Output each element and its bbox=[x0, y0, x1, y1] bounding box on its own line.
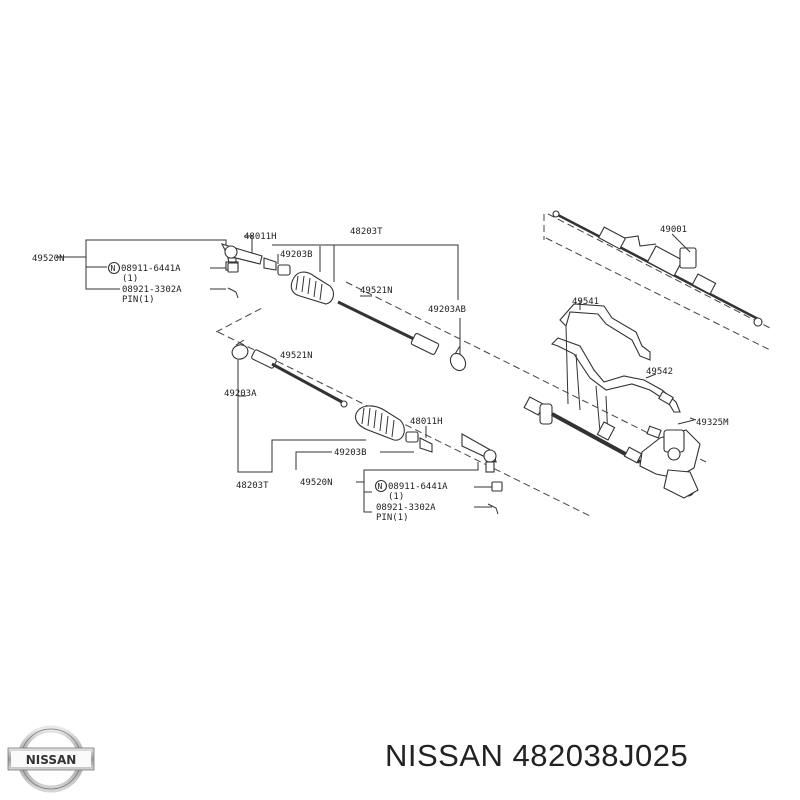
label-49203B-upper: 49203B bbox=[280, 250, 313, 260]
boot-lower bbox=[354, 405, 405, 441]
nut-upper bbox=[227, 262, 239, 273]
label-49542: 49542 bbox=[646, 367, 673, 377]
label-08911-qty-lower: (1) bbox=[388, 492, 404, 502]
part-number-title: NISSAN 482038J025 bbox=[385, 738, 689, 773]
label-08911-lower: 08911-6441A bbox=[388, 482, 448, 492]
label-49203B-lower: 49203B bbox=[334, 448, 367, 458]
hydraulic-line-49542 bbox=[550, 337, 697, 421]
steering-rack-body bbox=[523, 396, 701, 499]
pin-lower bbox=[487, 503, 499, 515]
leader-lines-lower bbox=[237, 360, 492, 513]
label-pin-lower: PIN(1) bbox=[376, 513, 409, 523]
steering-rack-top bbox=[552, 210, 763, 327]
nut-lower bbox=[491, 481, 503, 492]
pin-upper bbox=[227, 287, 239, 299]
logo-text: NISSAN bbox=[26, 753, 77, 767]
n-circle-lower bbox=[374, 479, 388, 493]
n-circle-upper bbox=[107, 261, 121, 275]
label-08911-qty-upper: (1) bbox=[122, 274, 138, 284]
label-08921-upper: 08921-3302A bbox=[122, 285, 182, 295]
inner-rod-upper bbox=[337, 300, 440, 355]
inner-rod-lower bbox=[251, 349, 348, 408]
label-49325M: 49325M bbox=[696, 418, 729, 428]
label-49001: 49001 bbox=[660, 225, 687, 235]
clamp-ring-upper bbox=[449, 345, 467, 372]
lock-nut-upper bbox=[263, 257, 291, 276]
label-49521N-upper: 49521N bbox=[360, 286, 393, 296]
label-49520N-upper: 49520N bbox=[32, 254, 65, 264]
label-48203T-lower: 48203T bbox=[236, 481, 269, 491]
label-48011H-lower: 48011H bbox=[410, 417, 443, 427]
label-49521N-lower: 49521N bbox=[280, 351, 313, 361]
label-48203T-upper: 48203T bbox=[350, 227, 383, 237]
leader-lines-upper bbox=[56, 235, 461, 354]
nissan-logo: NISSAN bbox=[7, 725, 95, 793]
label-49541: 49541 bbox=[572, 297, 599, 307]
label-08921-lower: 08921-3302A bbox=[376, 503, 436, 513]
label-48011H-upper: 48011H bbox=[244, 232, 277, 242]
label-pin-upper: PIN(1) bbox=[122, 295, 155, 305]
label-08911-upper: 08911-6441A bbox=[121, 264, 181, 274]
label-49520N-lower: 49520N bbox=[300, 478, 333, 488]
hydraulic-line-49541 bbox=[559, 300, 651, 361]
label-49203A: 49203A bbox=[224, 389, 257, 399]
tie-rod-end-lower bbox=[461, 433, 497, 473]
connector-lines-rack bbox=[565, 325, 609, 439]
boot-upper bbox=[290, 271, 335, 305]
n-marker-lower: N bbox=[378, 482, 383, 491]
label-49203AB: 49203AB bbox=[428, 305, 466, 315]
lock-nut-lower bbox=[405, 431, 433, 453]
clamp-ring-lower bbox=[231, 339, 249, 360]
n-marker-upper: N bbox=[111, 264, 116, 273]
dashed-envelope bbox=[215, 213, 771, 517]
